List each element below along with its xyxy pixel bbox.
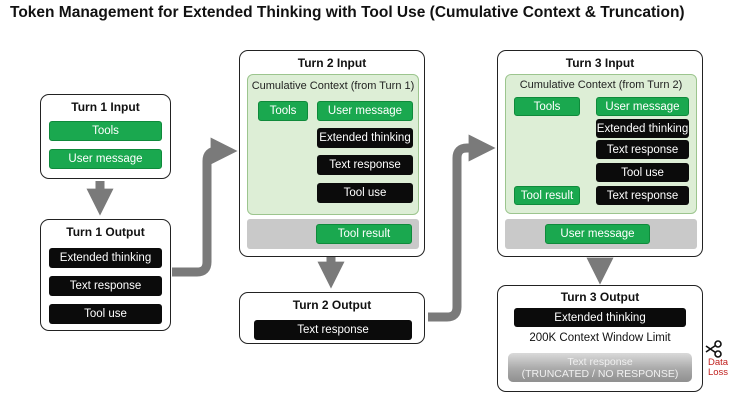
- turn1-extended-thinking: Extended thinking: [49, 248, 162, 268]
- turn2-ctx-tools: Tools: [258, 101, 308, 121]
- turn2-context-title: Cumulative Context (from Turn 1): [251, 80, 415, 92]
- turn2-ctx-user-message: User message: [317, 101, 413, 121]
- page-title: Token Management for Extended Thinking w…: [10, 4, 685, 21]
- truncated-line2: (TRUNCATED / NO RESPONSE): [521, 367, 679, 380]
- turn3-context-title: Cumulative Context (from Turn 2): [519, 79, 683, 91]
- turn2-input-title: Turn 2 Input: [297, 56, 367, 70]
- turn2-output-box: Turn 2 Output Text response: [239, 292, 425, 344]
- turn2-new-input-band: Tool result: [247, 219, 419, 249]
- turn3-ctx-tool-use: Tool use: [596, 163, 689, 182]
- data-loss-label: Data Loss: [703, 358, 733, 378]
- turn3-new-input-band: User message: [505, 219, 697, 249]
- turn3-input-box: Turn 3 Input Cumulative Context (from Tu…: [497, 50, 703, 257]
- turn3-ctx-extended-thinking: Extended thinking: [596, 119, 689, 138]
- turn3-output-title: Turn 3 Output: [560, 290, 640, 304]
- context-window-limit-label: 200K Context Window Limit: [529, 332, 671, 344]
- turn3-ctx-tool-result: Tool result: [514, 186, 580, 205]
- turn1-tools: Tools: [49, 121, 162, 141]
- turn1-output-title: Turn 1 Output: [66, 225, 145, 239]
- turn3-ctx-text-response: Text response: [596, 140, 689, 159]
- arrow-t1out-t2in: [172, 137, 238, 277]
- data-loss-line2: Loss: [707, 367, 729, 378]
- turn2-ctx-tool-use: Tool use: [317, 183, 413, 203]
- turn2-cumulative-context: Cumulative Context (from Turn 1) Tools U…: [247, 74, 419, 215]
- turn1-output-box: Turn 1 Output Extended thinking Text res…: [40, 219, 171, 331]
- turn3-input-title: Turn 3 Input: [565, 56, 635, 70]
- arrow-t2out-t3in: [428, 134, 496, 322]
- truncated-line1: Text response: [567, 355, 633, 368]
- turn1-input-box: Turn 1 Input Tools User message: [40, 94, 171, 179]
- turn1-text-response: Text response: [49, 276, 162, 296]
- turn2-tool-result: Tool result: [316, 224, 412, 244]
- turn2-ctx-text-response: Text response: [317, 155, 413, 175]
- scissors-icon: [704, 340, 724, 358]
- turn2-text-response: Text response: [254, 320, 412, 340]
- turn2-output-title: Turn 2 Output: [292, 298, 372, 312]
- turn3-output-box: Turn 3 Output Extended thinking 200K Con…: [497, 285, 703, 392]
- turn3-extended-thinking: Extended thinking: [514, 308, 686, 327]
- turn1-input-title: Turn 1 Input: [71, 100, 140, 114]
- turn3-user-message: User message: [545, 224, 650, 244]
- turn2-ctx-extended-thinking: Extended thinking: [317, 128, 413, 148]
- turn3-truncated-response: Text response (TRUNCATED / NO RESPONSE): [508, 353, 692, 382]
- turn1-user-message: User message: [49, 149, 162, 169]
- turn2-input-box: Turn 2 Input Cumulative Context (from Tu…: [239, 50, 425, 257]
- turn3-ctx-text-response-2: Text response: [596, 186, 689, 205]
- turn3-ctx-user-message: User message: [596, 97, 689, 116]
- turn3-cumulative-context: Cumulative Context (from Turn 2) Tools U…: [505, 74, 697, 214]
- data-loss-line1: Data: [707, 357, 729, 368]
- turn1-tool-use: Tool use: [49, 304, 162, 324]
- turn3-ctx-tools: Tools: [514, 97, 580, 116]
